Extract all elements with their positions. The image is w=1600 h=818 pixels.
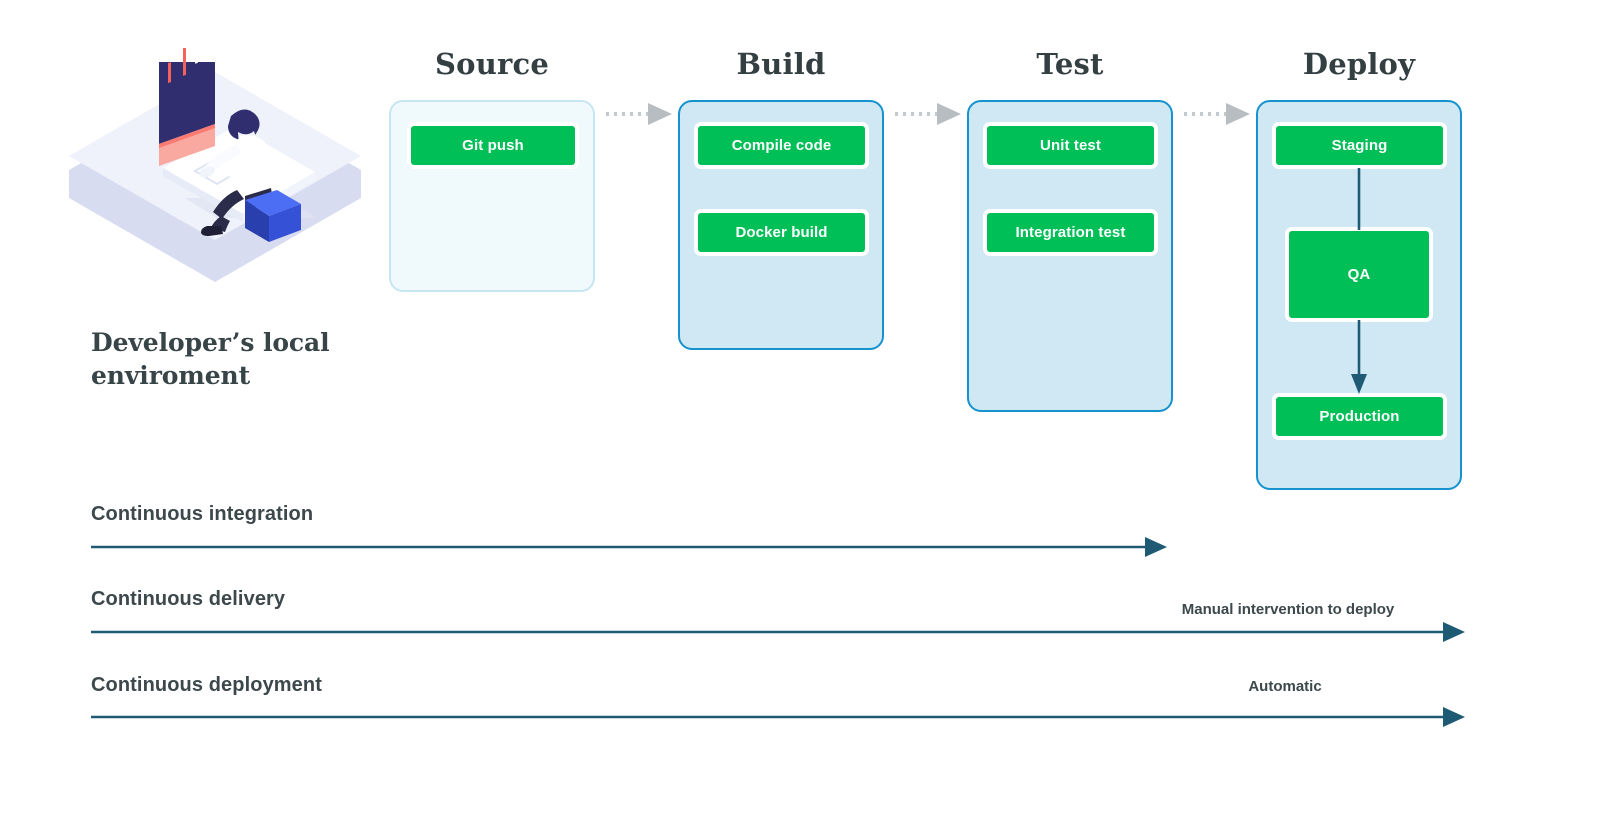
stage-title-test: Test — [1036, 47, 1104, 81]
task-staging[interactable]: Staging — [1272, 122, 1447, 169]
connector-qa-to-production — [1351, 320, 1367, 394]
task-docker-build[interactable]: Docker build — [694, 209, 869, 256]
task-compile-code[interactable]: Compile code — [694, 122, 869, 169]
task-unit-test[interactable]: Unit test — [983, 122, 1158, 169]
connector-source-to-build — [606, 103, 672, 125]
monitor — [159, 20, 215, 166]
practice-arrow-continuous-delivery — [91, 622, 1465, 642]
practice-note-continuous-delivery: Manual intervention to deploy — [1181, 601, 1395, 618]
task-production[interactable]: Production — [1272, 393, 1447, 440]
stool — [245, 190, 301, 242]
task-qa[interactable]: QA — [1285, 227, 1433, 322]
practice-label-continuous-delivery: Continuous delivery — [91, 588, 286, 610]
task-integration-test[interactable]: Integration test — [983, 209, 1158, 256]
practice-arrow-continuous-integration — [91, 537, 1167, 557]
stage-box-source[interactable]: Git push — [389, 100, 595, 292]
practice-label-continuous-integration: Continuous integration — [91, 503, 314, 525]
task-git-push[interactable]: Git push — [407, 122, 579, 169]
practice-label-continuous-deployment: Continuous deployment — [91, 674, 322, 696]
connector-staging-to-qa — [1357, 168, 1361, 230]
caption-line-2: enviroment — [91, 361, 251, 390]
caption-line-1: Developer’s local — [91, 328, 330, 357]
practice-arrow-continuous-deployment — [91, 707, 1465, 727]
connector-build-to-test — [895, 103, 961, 125]
stage-box-build[interactable]: Compile code Docker build — [678, 100, 884, 350]
developer-environment-caption: Developer’s local enviroment — [91, 326, 391, 392]
stage-title-source: Source — [435, 47, 549, 81]
stage-title-build: Build — [736, 47, 826, 81]
stage-box-deploy[interactable]: Staging QA Production — [1256, 100, 1462, 490]
stage-title-deploy: Deploy — [1302, 47, 1416, 81]
developer-workstation-illustration — [55, 20, 375, 313]
practice-note-continuous-deployment: Automatic — [1248, 678, 1322, 695]
stage-box-test[interactable]: Unit test Integration test — [967, 100, 1173, 412]
connector-test-to-deploy — [1184, 103, 1250, 125]
